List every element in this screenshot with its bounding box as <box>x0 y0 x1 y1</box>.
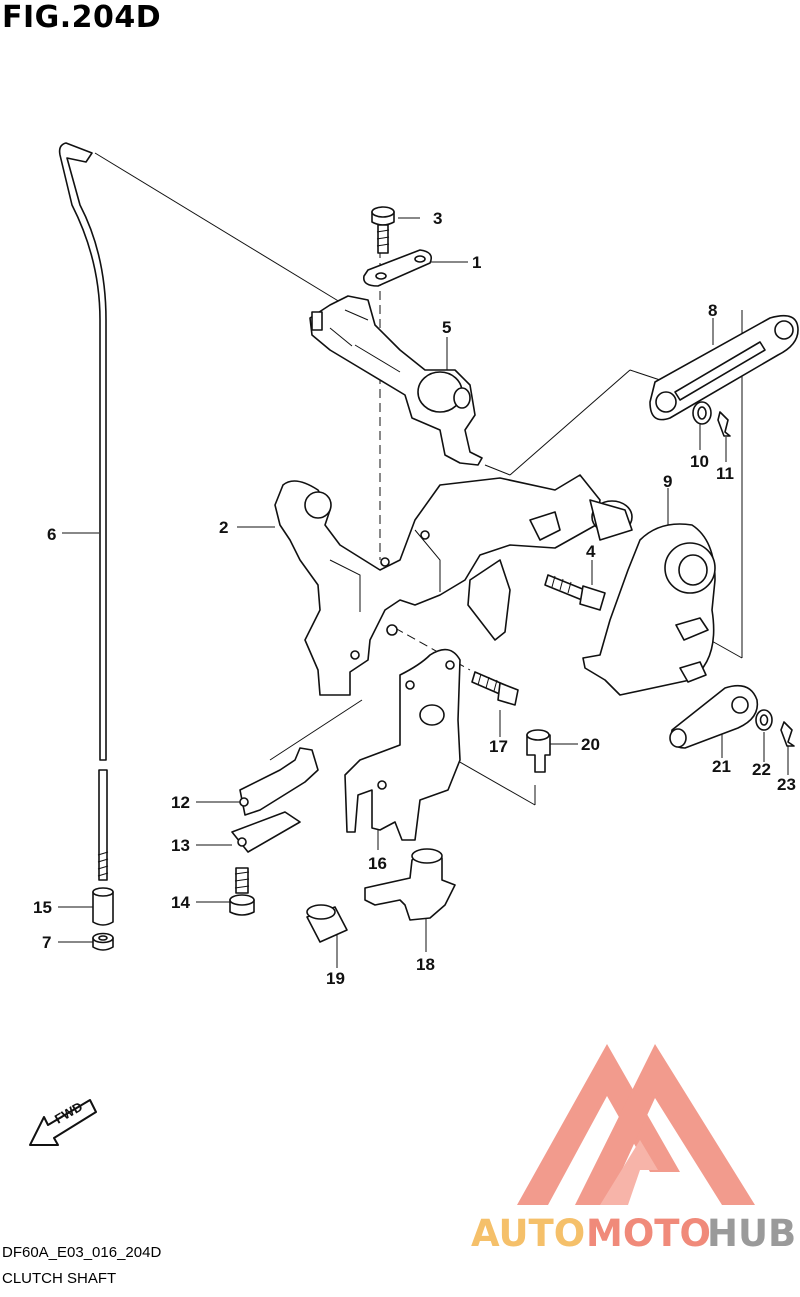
link-end-21 <box>669 684 759 749</box>
washer-10 <box>692 401 712 425</box>
leader-lines <box>58 152 789 968</box>
plate-16 <box>344 648 461 841</box>
callout-10: 10 <box>690 452 709 471</box>
collar-19 <box>306 904 348 943</box>
callout-17: 17 <box>489 737 508 756</box>
callout-15: 15 <box>33 898 52 917</box>
callout-13: 13 <box>171 836 190 855</box>
watermark-wordmark: AUTO MOTO HUB <box>471 1212 796 1255</box>
callout-8: 8 <box>708 301 717 320</box>
callout-3: 3 <box>433 209 442 228</box>
washer-22 <box>755 709 773 731</box>
clip-23 <box>780 721 795 747</box>
rod-nut <box>92 932 114 951</box>
bolt-4 <box>544 574 606 611</box>
watermark-hub: HUB <box>707 1212 796 1255</box>
figure-code: DF60A_E03_016_204D <box>2 1244 162 1261</box>
callout-21: 21 <box>712 757 731 776</box>
lever-9 <box>582 523 716 696</box>
callout-19: 19 <box>326 969 345 988</box>
callout-22: 22 <box>752 760 771 779</box>
figure-name: CLUTCH SHAFT <box>2 1270 117 1287</box>
callout-23: 23 <box>777 775 796 794</box>
plate-1 <box>362 249 433 287</box>
callout-6: 6 <box>47 525 56 544</box>
link-rod-8 <box>649 314 799 421</box>
clip-11 <box>717 411 731 437</box>
callout-5: 5 <box>442 318 451 337</box>
callout-4: 4 <box>586 542 596 561</box>
callout-2: 2 <box>219 518 228 537</box>
callout-20: 20 <box>581 735 600 754</box>
watermark-logo-icon <box>517 1044 755 1205</box>
callout-9: 9 <box>663 472 672 491</box>
rod-spacer <box>92 887 114 926</box>
callout-labels: 1 2 3 4 5 6 7 8 9 10 11 12 13 14 15 16 1… <box>33 209 796 988</box>
callout-7: 7 <box>42 933 51 952</box>
bolt-14 <box>229 867 255 916</box>
shift-shaft-5 <box>309 295 483 466</box>
callout-16: 16 <box>368 854 387 873</box>
plate-12 <box>239 747 319 816</box>
figure-title: FIG.204D <box>2 0 162 35</box>
bracket-18 <box>364 848 456 921</box>
bolt-17 <box>471 671 519 706</box>
watermark-auto: AUTO <box>471 1212 585 1255</box>
watermark-moto: MOTO <box>586 1212 711 1255</box>
forward-arrow-icon: FWD <box>29 1099 97 1146</box>
bracket-2 <box>274 474 633 696</box>
clutch-rod <box>58 142 109 881</box>
bolt-3 <box>371 206 395 254</box>
callout-14: 14 <box>171 893 190 912</box>
callout-18: 18 <box>416 955 435 974</box>
callout-12: 12 <box>171 793 190 812</box>
plate-13 <box>231 811 301 853</box>
callout-11: 11 <box>716 464 734 483</box>
bolt-20 <box>526 729 551 773</box>
callout-1: 1 <box>472 253 481 272</box>
